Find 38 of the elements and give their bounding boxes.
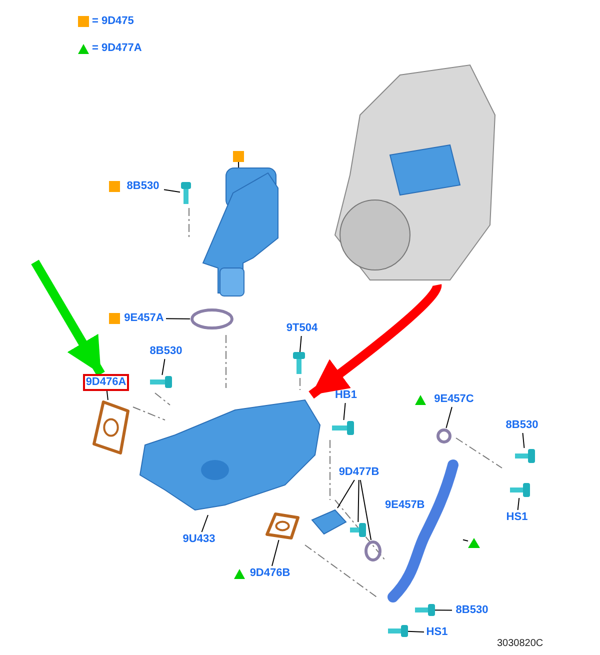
- leader-line: [271, 540, 280, 566]
- leader-line: [336, 480, 355, 508]
- part-number: 8B530: [122, 179, 164, 194]
- part-number: 9D477B: [336, 465, 382, 480]
- leader-line: [299, 336, 302, 352]
- leader-line: [162, 358, 166, 376]
- leader-line: [517, 498, 520, 510]
- arrow: [308, 284, 442, 399]
- part-number: 8B530: [452, 603, 492, 618]
- leader-line: [201, 514, 208, 532]
- part-number: 9D476B: [247, 566, 293, 581]
- leader-line: [358, 480, 360, 522]
- leader-line: [343, 402, 346, 420]
- part-number: 8B530: [146, 344, 186, 359]
- leader-line: [446, 406, 452, 428]
- part-number: 9D476A: [83, 374, 129, 391]
- part-number: HS1: [424, 625, 450, 640]
- leader-line: [462, 539, 468, 542]
- leader-line: [106, 390, 108, 400]
- legend-text: = 9D477A: [92, 41, 142, 56]
- part-number: 9U433: [181, 532, 217, 547]
- part-number: 9E457A: [122, 311, 166, 326]
- part-number: 9T504: [284, 321, 320, 336]
- leader-line: [434, 610, 452, 611]
- leader-line: [360, 480, 372, 540]
- drawing-number: 3030820C: [497, 637, 544, 651]
- leader-line: [164, 189, 180, 193]
- part-number: HB1: [333, 388, 359, 403]
- legend-text: = 9D475: [92, 14, 134, 29]
- leader-line: [408, 630, 424, 632]
- leader-line: [238, 162, 240, 168]
- part-number: HS1: [505, 510, 529, 525]
- leader-line: [166, 318, 190, 320]
- leader-line: [522, 432, 525, 448]
- part-number: 9E457C: [428, 392, 480, 407]
- arrow: [31, 260, 105, 376]
- part-number: 8B530: [502, 418, 542, 433]
- part-number: 9E457B: [385, 498, 425, 513]
